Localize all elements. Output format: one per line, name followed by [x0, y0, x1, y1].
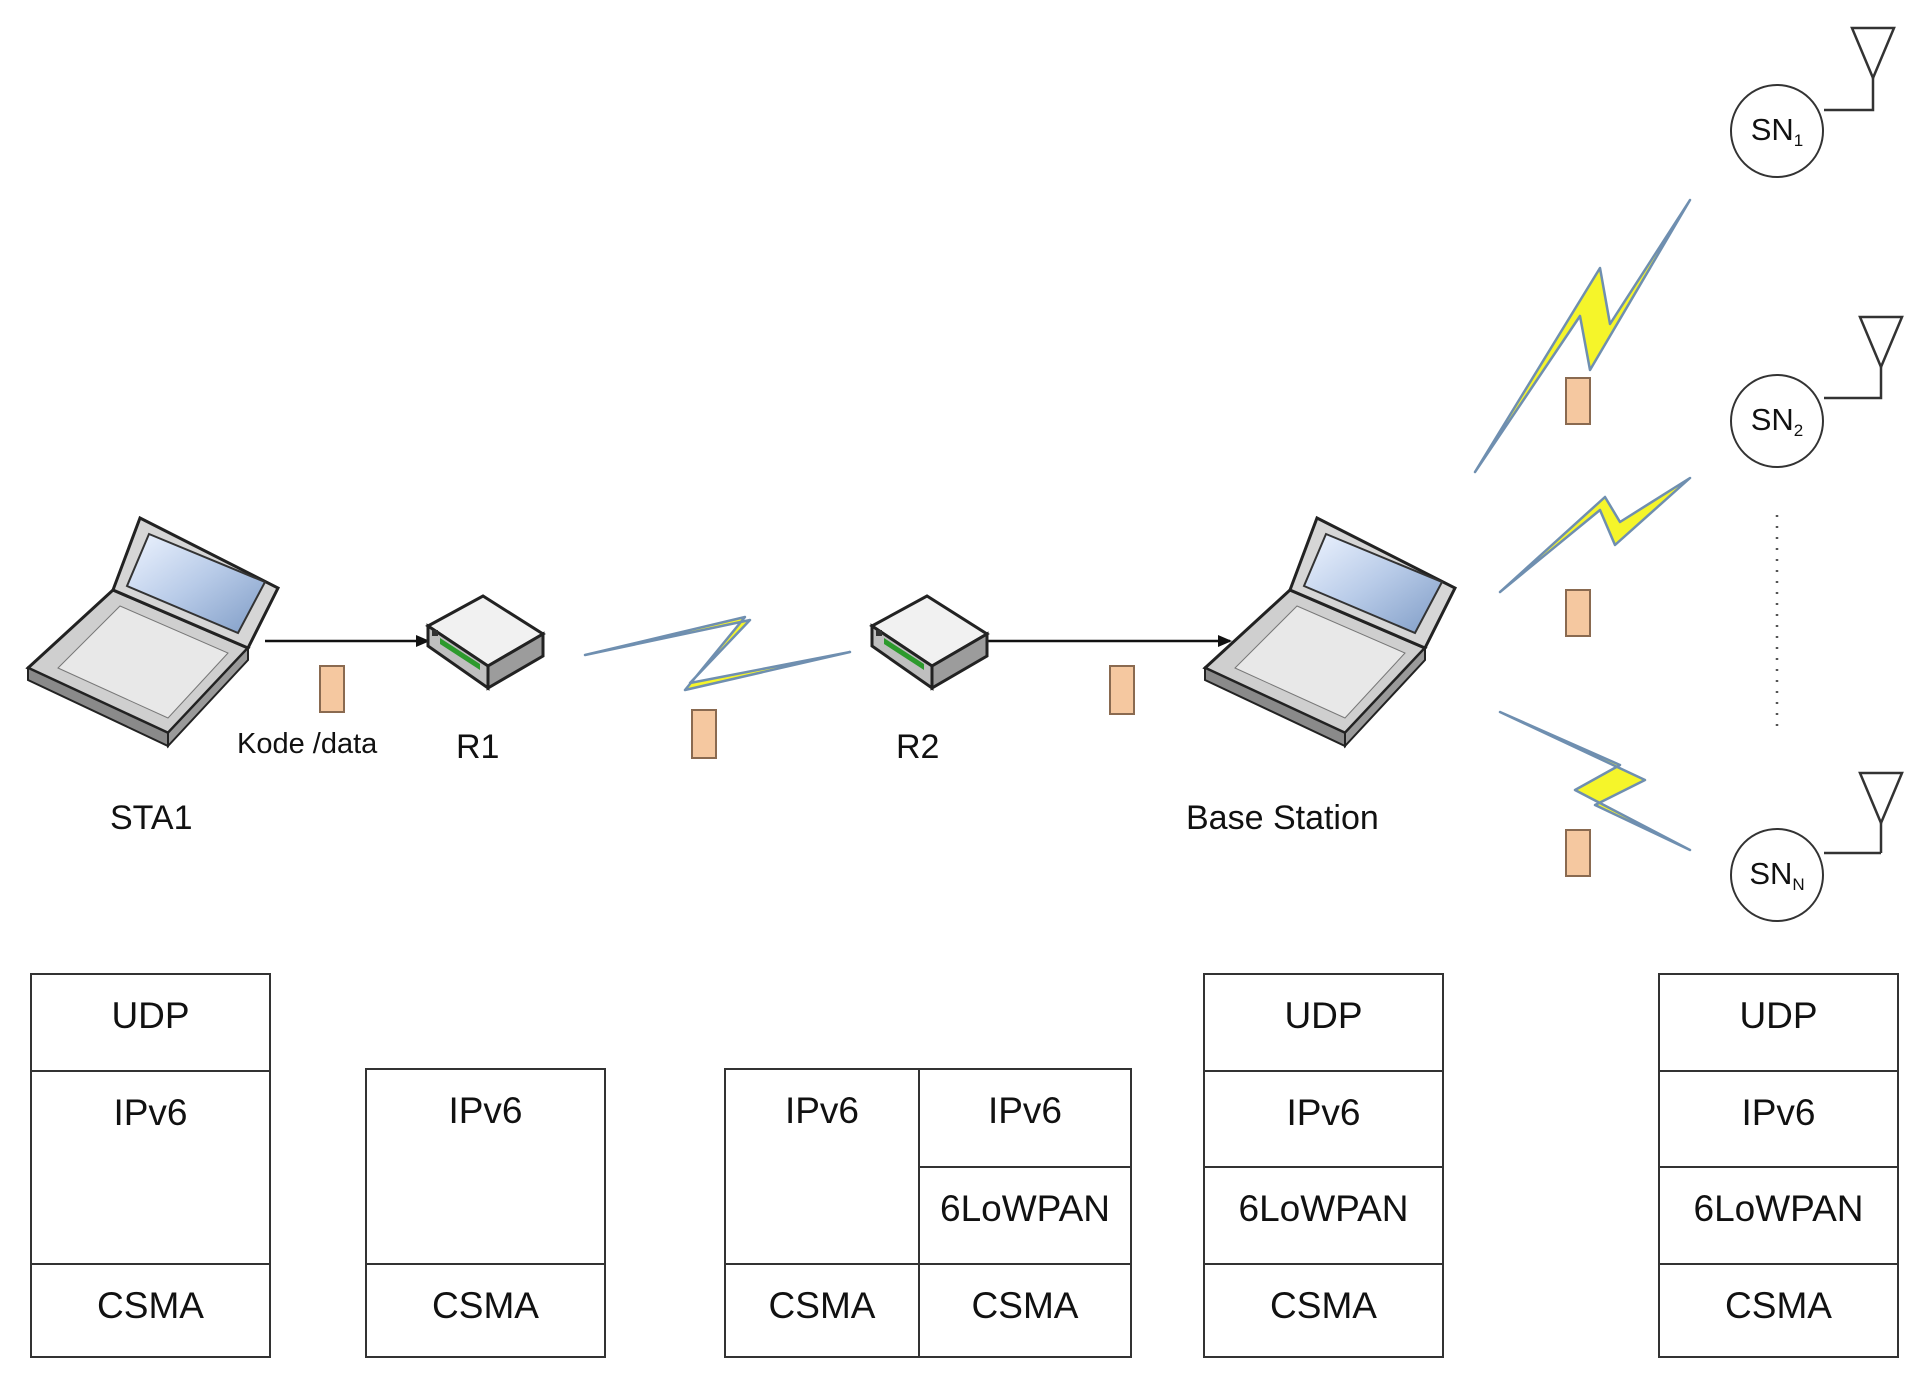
packet-icon [319, 665, 345, 713]
antenna-icon [1824, 26, 1896, 112]
packet-icon [1565, 377, 1591, 425]
packet-icon [1565, 589, 1591, 637]
layer-6lowpan: 6LoWPAN [918, 1166, 1130, 1263]
layer-csma: CSMA [918, 1263, 1130, 1356]
stack-r2: IPv6 CSMA IPv6 6LoWPAN CSMA [724, 1068, 1132, 1358]
layer-ipv6: IPv6 [1660, 1070, 1897, 1166]
layer-csma: CSMA [367, 1263, 604, 1356]
kode-data-label: Kode /data [237, 728, 378, 760]
layer-ipv6: IPv6 [1205, 1070, 1442, 1166]
stack-sta1: UDP IPv6 CSMA [30, 973, 271, 1358]
layer-csma: CSMA [1205, 1263, 1442, 1356]
wireless-link-bs-snn [1498, 710, 1692, 852]
wireless-link-r1-r2 [583, 615, 852, 692]
packet-icon [1109, 665, 1135, 715]
layer-ipv6: IPv6 [448, 1090, 523, 1131]
base-station-label: Base Station [1186, 799, 1379, 837]
layer-csma: CSMA [1660, 1263, 1897, 1356]
layer-udp: UDP [1739, 995, 1818, 1036]
antenna-icon [1824, 771, 1904, 855]
sensor-node-n: SNN [1730, 828, 1824, 922]
layer-ipv6: IPv6 [784, 1090, 860, 1131]
wireless-link-bs-sn1 [1473, 198, 1692, 474]
layer-6lowpan: 6LoWPAN [1660, 1166, 1897, 1263]
stack-base-station: UDP IPv6 6LoWPAN CSMA [1203, 973, 1444, 1358]
antenna-icon [1824, 315, 1904, 400]
sensor-node-1: SN1 [1730, 84, 1824, 178]
r1-label: R1 [456, 728, 500, 766]
layer-csma: CSMA [32, 1263, 269, 1356]
stack-sensor-node: UDP IPv6 6LoWPAN CSMA [1658, 973, 1899, 1358]
sta1-label: STA1 [110, 799, 193, 837]
sta1-laptop-icon [26, 516, 280, 748]
layer-udp: UDP [111, 995, 190, 1036]
layer-udp: UDP [1284, 995, 1363, 1036]
packet-icon [1565, 829, 1591, 877]
r1-router-icon [426, 594, 545, 690]
packet-icon [691, 709, 717, 759]
r2-label: R2 [896, 728, 940, 766]
r2-router-icon [870, 594, 989, 690]
layer-ipv6: IPv6 [918, 1070, 1130, 1166]
layer-6lowpan: 6LoWPAN [1205, 1166, 1442, 1263]
sensor-node-2: SN2 [1730, 374, 1824, 468]
layer-csma: CSMA [726, 1263, 918, 1356]
stack-r1: IPv6 CSMA [365, 1068, 606, 1358]
wireless-link-bs-sn2 [1498, 476, 1692, 594]
layer-ipv6: IPv6 [32, 1070, 269, 1263]
base-station-laptop-icon [1203, 516, 1457, 748]
